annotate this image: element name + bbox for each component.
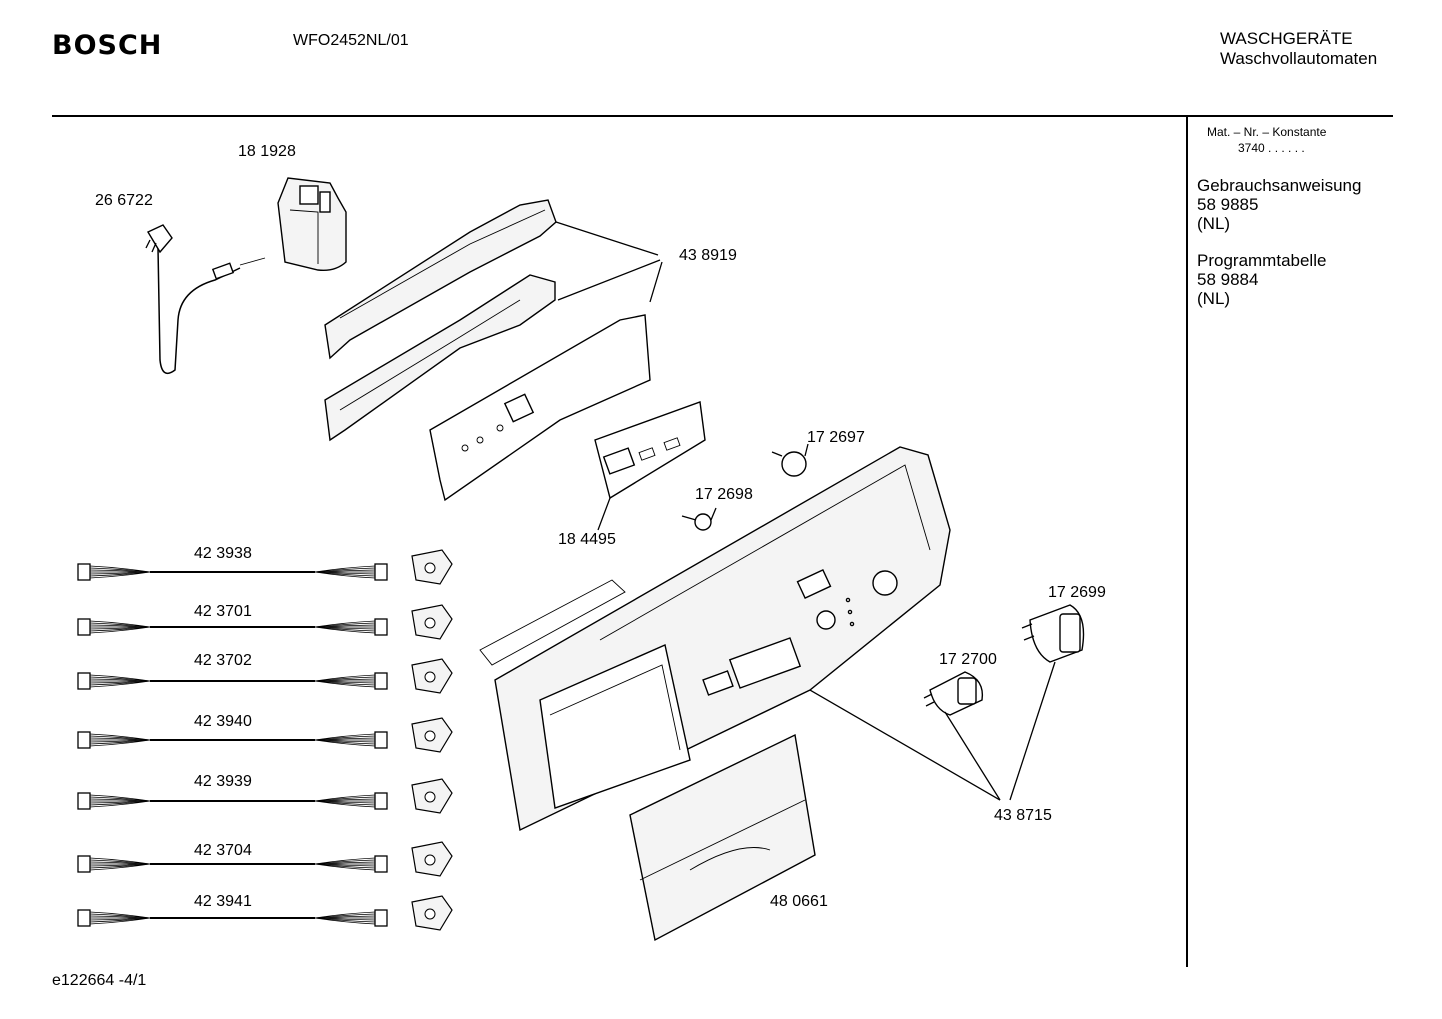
category-title: WASCHGERÄTE bbox=[1220, 29, 1353, 48]
part-label-harness-4: 42 3940 bbox=[194, 713, 252, 730]
part-label-harness-5: 42 3939 bbox=[194, 773, 252, 790]
wire-harness-3 bbox=[77, 658, 453, 694]
mat-number-label: Mat. – Nr. – Konstante bbox=[1207, 125, 1327, 139]
drawer-handle-part bbox=[629, 733, 816, 942]
knob-large-part bbox=[1009, 604, 1085, 801]
front-panel-part bbox=[479, 446, 1001, 832]
part-label-power-cord: 26 6722 bbox=[95, 192, 153, 209]
part-label-control-module: 43 8919 bbox=[679, 247, 737, 264]
part-label-harness-6: 42 3704 bbox=[194, 842, 252, 859]
power-cord-part bbox=[145, 224, 266, 375]
program-table-number: 58 9884 bbox=[1197, 270, 1259, 289]
control-module-part bbox=[324, 199, 663, 502]
display-board-part bbox=[594, 401, 706, 531]
part-label-display-board: 18 4495 bbox=[558, 531, 616, 548]
part-label-knob-axle-small: 17 2698 bbox=[695, 486, 753, 503]
wire-harness-4 bbox=[77, 717, 453, 753]
part-label-harness-3: 42 3702 bbox=[194, 652, 252, 669]
category-subtitle: Waschvollautomaten bbox=[1220, 49, 1378, 68]
knob-axle-small-part bbox=[681, 507, 717, 531]
wire-harness-2 bbox=[77, 604, 453, 640]
knob-axle-large-part bbox=[771, 443, 809, 477]
wire-harness-6 bbox=[77, 841, 453, 877]
wire-harness-list bbox=[77, 549, 453, 931]
wire-harness-5 bbox=[77, 778, 453, 814]
manual-title: Gebrauchsanweisung bbox=[1197, 176, 1362, 195]
part-label-harness-7: 42 3941 bbox=[194, 893, 252, 910]
part-label-suppressor: 18 1928 bbox=[238, 143, 296, 160]
part-label-knob-large: 17 2699 bbox=[1048, 584, 1106, 601]
part-label-harness-2: 42 3701 bbox=[194, 603, 252, 620]
manual-number: 58 9885 bbox=[1197, 195, 1259, 214]
knob-small-part bbox=[923, 671, 1001, 801]
program-table-language: (NL) bbox=[1197, 289, 1231, 308]
manual-language: (NL) bbox=[1197, 214, 1231, 233]
model-number: WFO2452NL/01 bbox=[293, 32, 409, 49]
mat-number-value: 3740 . . . . . . bbox=[1238, 141, 1305, 155]
suppressor-part bbox=[277, 177, 347, 272]
part-label-harness-1: 42 3938 bbox=[194, 545, 252, 562]
drawing-id: e122664 -4/1 bbox=[52, 972, 147, 989]
part-label-knob-axle-large: 17 2697 bbox=[807, 429, 865, 446]
wire-harness-1 bbox=[77, 549, 453, 585]
wire-harness-7 bbox=[77, 895, 453, 931]
program-table-title: Programmtabelle bbox=[1197, 251, 1327, 270]
part-label-front-panel: 43 8715 bbox=[994, 807, 1052, 824]
part-label-drawer-handle: 48 0661 bbox=[770, 893, 828, 910]
brand-logo: BOSCH bbox=[52, 30, 163, 61]
part-label-knob-small: 17 2700 bbox=[939, 651, 997, 668]
